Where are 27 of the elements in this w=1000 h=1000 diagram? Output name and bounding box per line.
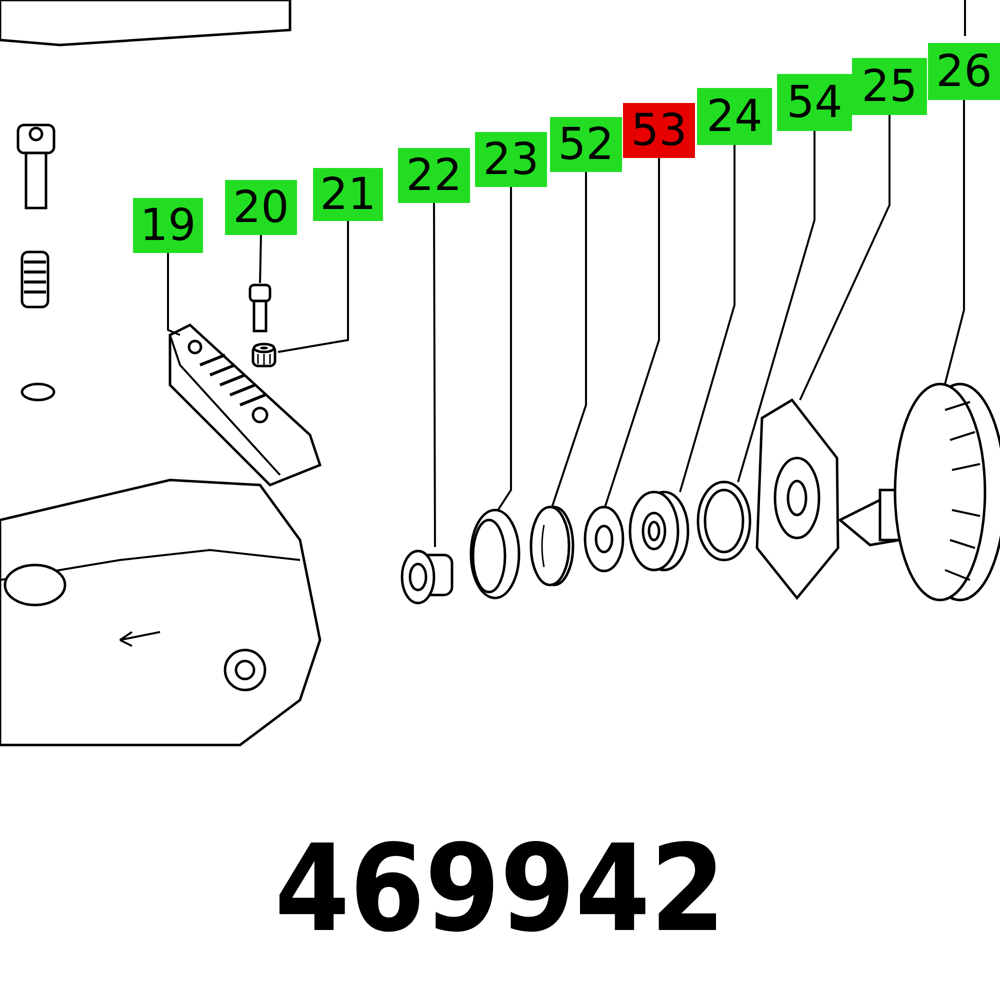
callout-number: 54 xyxy=(777,74,852,131)
callout-number: 53 xyxy=(623,103,695,158)
callout-number: 24 xyxy=(697,88,772,145)
callout-number: 22 xyxy=(398,148,470,203)
callout-number: 25 xyxy=(852,58,927,115)
bearing-drawing xyxy=(628,490,690,572)
leader-line xyxy=(167,253,180,336)
leader-line xyxy=(551,172,587,508)
leader-line xyxy=(259,234,262,284)
callout-number: 52 xyxy=(550,117,622,172)
callout-number: 20 xyxy=(225,180,297,235)
leader-line xyxy=(799,115,890,400)
sleeve-drawing xyxy=(250,342,278,370)
leader-line xyxy=(278,221,349,353)
disc-drawing xyxy=(530,505,575,587)
part-number: 469942 xyxy=(274,820,726,959)
callout-number: 19 xyxy=(133,198,203,253)
o-ring-drawing xyxy=(695,480,753,562)
callout-number: 23 xyxy=(475,132,547,187)
callout-number: 26 xyxy=(928,43,1000,100)
leader-line xyxy=(679,145,736,492)
leader-line xyxy=(497,187,512,511)
leader-line xyxy=(604,158,660,508)
callout-number: 21 xyxy=(313,168,383,221)
washer-drawing xyxy=(583,505,625,573)
leader-line xyxy=(737,131,816,482)
leader-line xyxy=(944,100,965,384)
